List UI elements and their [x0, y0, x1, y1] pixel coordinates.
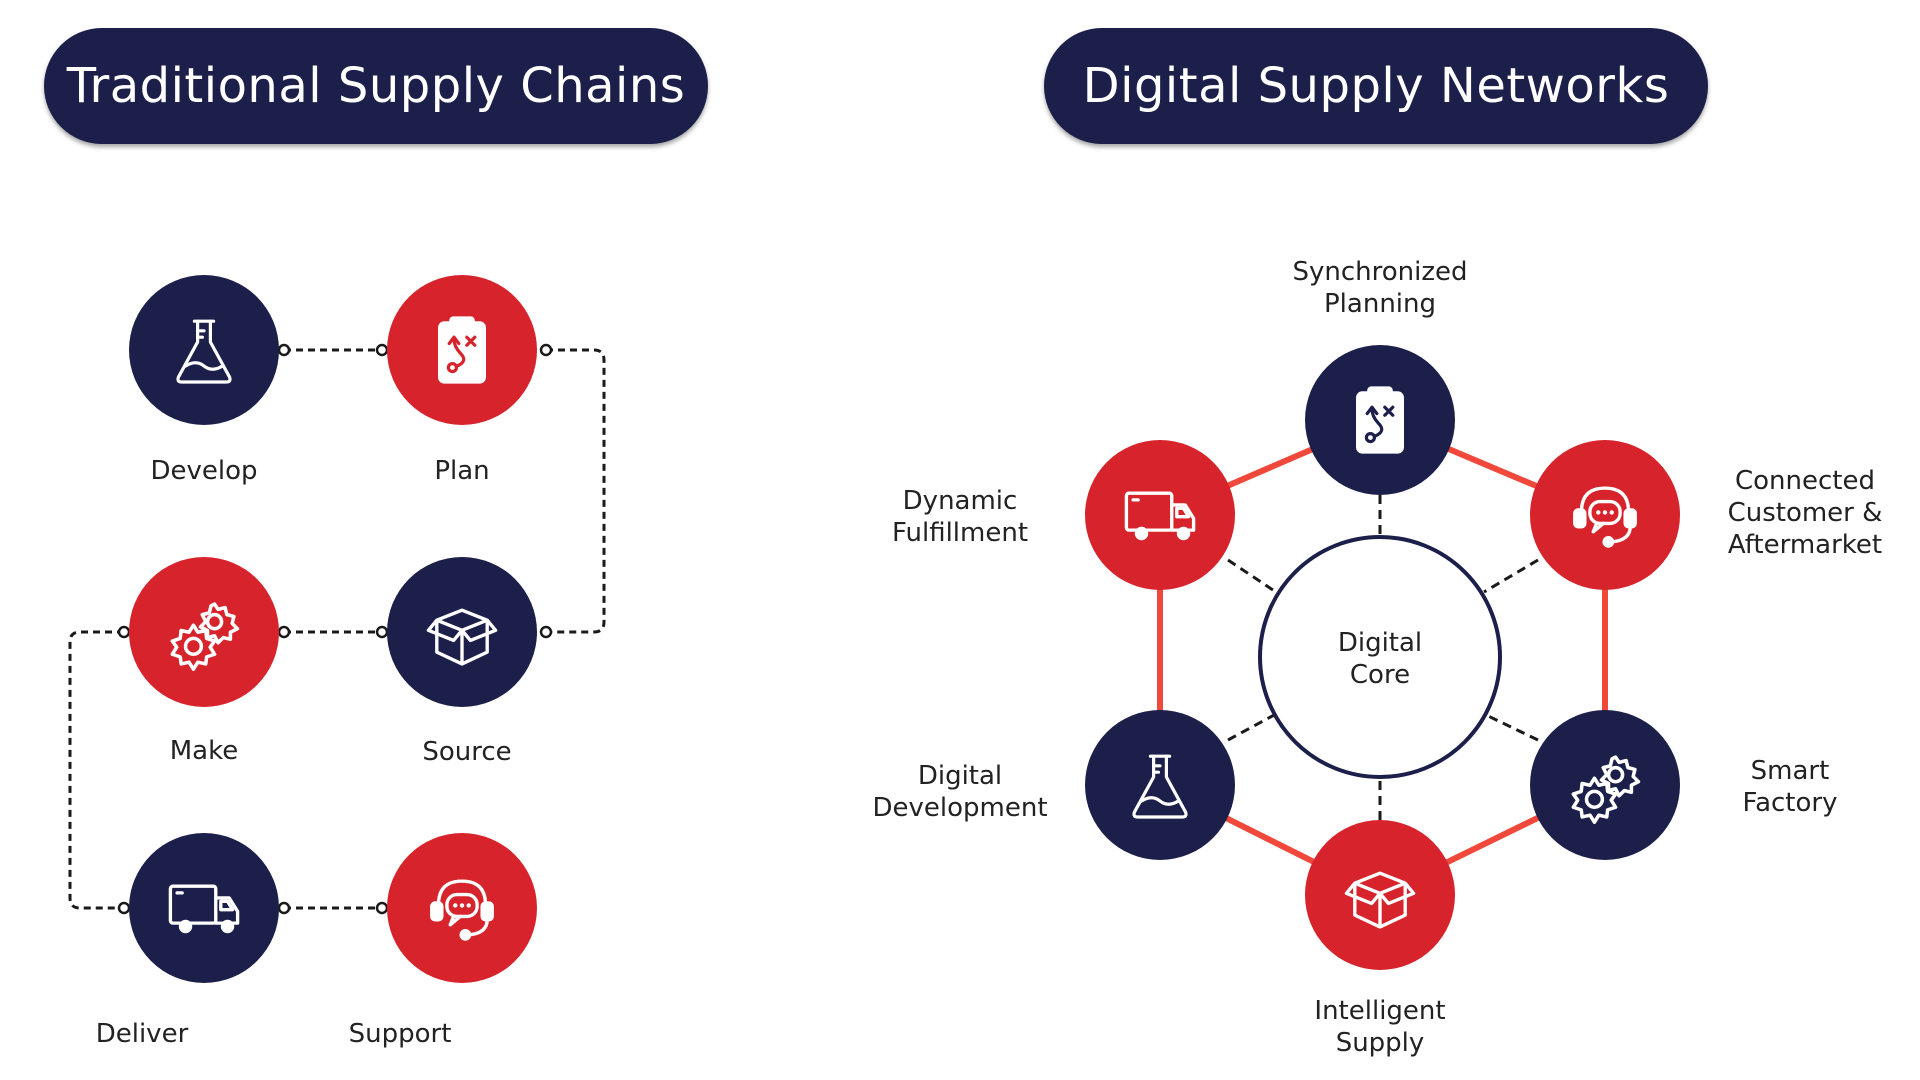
- label-make: Make: [169, 736, 239, 766]
- clipboard-plan-icon: [1355, 386, 1405, 454]
- digital-core: [1258, 535, 1502, 779]
- label-deliver: Deliver: [95, 1019, 189, 1049]
- node-deliver: [129, 833, 279, 983]
- node-smart-factory: [1530, 710, 1680, 860]
- node-source: [387, 557, 537, 707]
- node-develop: [129, 275, 279, 425]
- clipboard-plan-icon: [437, 316, 487, 384]
- label-support: Support: [348, 1019, 452, 1049]
- node-intelligent-supply: [1305, 820, 1455, 970]
- node-digital-development: [1085, 710, 1235, 860]
- label-digital-development: Digital Development: [872, 761, 1048, 823]
- traditional-connectors: [68, 348, 606, 910]
- label-dynamic-fulfillment: Dynamic Fulfillment: [891, 486, 1029, 548]
- node-plan: [387, 275, 537, 425]
- node-connected-customer: [1530, 440, 1680, 590]
- node-support: [387, 833, 537, 983]
- digital-header: Digital Supply Networks: [1044, 28, 1708, 144]
- label-synchronized-planning: Synchronized Planning: [1292, 257, 1468, 319]
- label-source: Source: [422, 737, 512, 767]
- label-plan: Plan: [434, 456, 490, 486]
- label-digital-core: Digital Core: [1337, 628, 1423, 690]
- spoke-connectors: [1227, 495, 1539, 820]
- label-intelligent-supply: Intelligent Supply: [1314, 996, 1446, 1058]
- node-synchronized-planning: [1305, 345, 1455, 495]
- node-make: [129, 557, 279, 707]
- label-connected-customer: Connected Customer & Aftermarket: [1727, 466, 1883, 560]
- label-develop: Develop: [150, 456, 258, 486]
- traditional-header: Traditional Supply Chains: [44, 28, 708, 144]
- label-smart-factory: Smart Factory: [1742, 756, 1838, 818]
- node-dynamic-fulfillment: [1085, 440, 1235, 590]
